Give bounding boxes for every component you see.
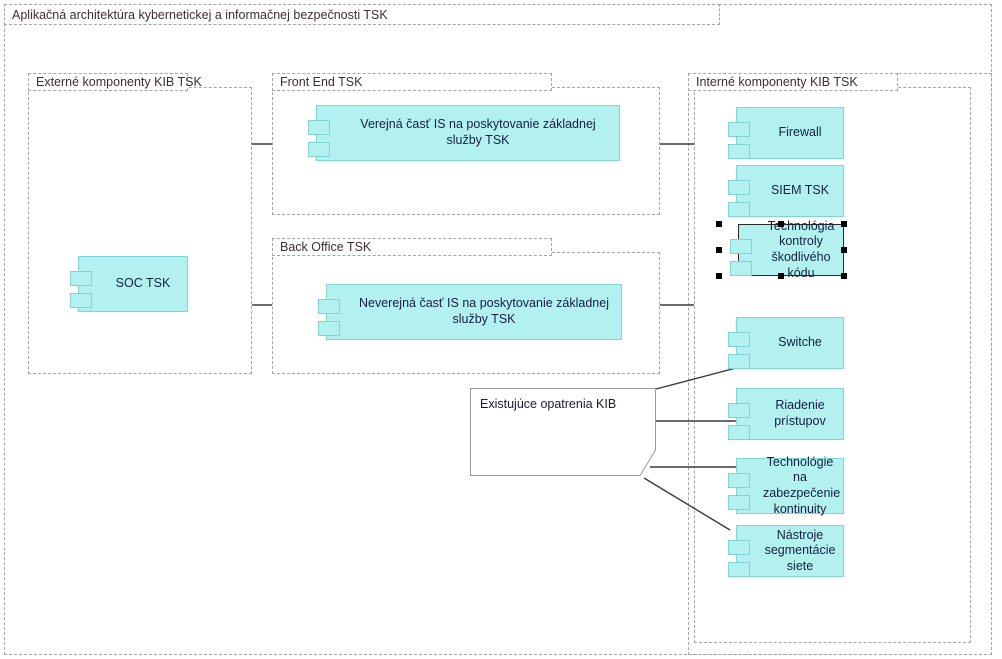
package-frontend-label: Front End TSK xyxy=(280,75,363,89)
component-nub-icon xyxy=(728,495,750,510)
component-nub-icon xyxy=(728,425,750,440)
component-firewall-label: Firewall xyxy=(778,125,822,140)
component-firewall[interactable]: Firewall xyxy=(728,107,844,159)
component-nub-icon xyxy=(70,293,92,308)
component-public-is[interactable]: Verejná časť IS na poskytovanie základne… xyxy=(308,105,620,161)
package-external-label: Externé komponenty KIB TSK xyxy=(36,75,202,89)
component-soc-tsk[interactable]: SOC TSK xyxy=(70,256,188,312)
note-shape xyxy=(470,388,656,476)
component-siem-tsk[interactable]: SIEM TSK xyxy=(728,165,844,217)
component-nub-icon xyxy=(728,540,750,555)
component-nub-icon xyxy=(728,354,750,369)
component-access-management[interactable]: Riadenie prístupov xyxy=(728,388,844,440)
component-nub-icon xyxy=(730,261,752,276)
package-backoffice-tab[interactable]: Back Office TSK xyxy=(272,238,552,256)
component-soc-tsk-label: SOC TSK xyxy=(115,276,171,291)
package-external-tab[interactable]: Externé komponenty KIB TSK xyxy=(28,73,202,91)
component-nub-icon xyxy=(728,562,750,577)
component-malware-control[interactable]: Technológia kontroly škodlivého kódu xyxy=(730,219,844,280)
component-nonpublic-is[interactable]: Neverejná časť IS na poskytovanie základ… xyxy=(318,284,622,340)
component-nub-icon xyxy=(308,120,330,135)
component-nub-icon xyxy=(70,271,92,286)
package-internal-label: Interné komponenty KIB TSK xyxy=(696,75,858,89)
component-nub-icon xyxy=(318,321,340,336)
component-nub-icon xyxy=(728,473,750,488)
diagram-title-tab: Aplikačná architektúra kybernetickej a i… xyxy=(4,4,720,25)
component-nub-icon xyxy=(730,239,752,254)
package-backoffice-label: Back Office TSK xyxy=(280,240,372,254)
note-existing-measures-label: Existujúce opatrenia KIB xyxy=(480,397,617,411)
component-nonpublic-is-label: Neverejná časť IS na poskytovanie základ… xyxy=(359,296,609,326)
component-siem-tsk-label: SIEM TSK xyxy=(770,183,830,198)
component-nub-icon xyxy=(728,332,750,347)
component-network-segmentation[interactable]: Nástroje segmentácie siete xyxy=(728,525,844,577)
component-malware-control-label: Technológia kontroly škodlivého kódu xyxy=(767,218,835,280)
component-switches[interactable]: Switche xyxy=(728,317,844,369)
component-nub-icon xyxy=(728,403,750,418)
component-switches-label: Switche xyxy=(778,335,822,350)
component-nub-icon xyxy=(728,202,750,217)
note-existing-measures[interactable]: Existujúce opatrenia KIB xyxy=(470,388,656,476)
package-frontend-tab[interactable]: Front End TSK xyxy=(272,73,552,91)
component-nub-icon xyxy=(728,180,750,195)
page-title: Aplikačná architektúra kybernetickej a i… xyxy=(12,7,388,22)
component-nub-icon xyxy=(318,299,340,314)
component-access-management-label: Riadenie prístupov xyxy=(774,398,826,428)
package-external-frame xyxy=(28,87,252,374)
package-internal-tab[interactable]: Interné komponenty KIB TSK xyxy=(688,73,898,91)
component-continuity-technologies[interactable]: Technológie na zabezpečenie kontinuity xyxy=(728,455,844,516)
component-nub-icon xyxy=(728,144,750,159)
component-nub-icon xyxy=(728,122,750,137)
component-network-segmentation-label: Nástroje segmentácie siete xyxy=(764,527,836,573)
component-public-is-label: Verejná časť IS na poskytovanie základne… xyxy=(360,117,596,147)
component-continuity-technologies-label: Technológie na zabezpečenie kontinuity xyxy=(763,454,841,516)
component-nub-icon xyxy=(308,142,330,157)
